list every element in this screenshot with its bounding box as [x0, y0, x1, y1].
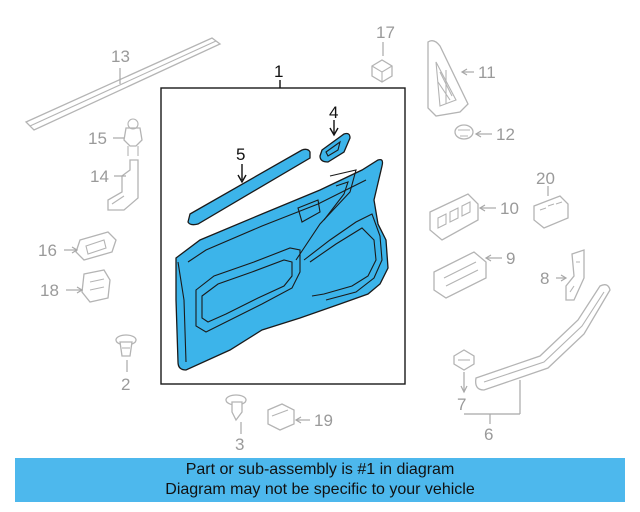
- callout-17: 17: [376, 23, 395, 42]
- banner-line-1: Part or sub-assembly is #1 in diagram: [185, 461, 455, 478]
- callout-15: 15: [88, 129, 107, 148]
- part-1-door-trim-panel: [175, 158, 389, 371]
- callout-19: 19: [314, 411, 333, 430]
- part-13-belt-molding: 13: [24, 37, 222, 131]
- part-3-screw: 3: [225, 394, 247, 454]
- callout-3: 3: [235, 435, 244, 454]
- part-20-switch: 20: [533, 169, 569, 229]
- part-8-bracket: 8: [540, 249, 585, 301]
- callout-4: 4: [329, 103, 338, 122]
- callout-11: 11: [478, 63, 496, 82]
- part-6-door-molding: 6: [464, 284, 611, 444]
- part-9-mirror-switch: 9: [433, 249, 515, 299]
- banner-line-2: Diagram may not be specific to your vehi…: [165, 481, 475, 498]
- part-4-switch-bezel: 4: [319, 103, 351, 163]
- callout-6: 6: [484, 425, 493, 444]
- callout-18: 18: [40, 281, 59, 300]
- part-5-trim-strip: 5: [187, 145, 311, 226]
- callout-12: 12: [496, 125, 515, 144]
- part-12-grommet: 12: [454, 124, 515, 144]
- part-11-mirror-cover: 11: [427, 40, 496, 117]
- part-18-cover: 18: [40, 269, 111, 303]
- callout-13: 13: [111, 47, 130, 66]
- callout-2: 2: [121, 375, 130, 394]
- part-14-bracket: 14: [90, 159, 139, 211]
- part-10-window-switch: 10: [429, 193, 519, 241]
- part-7-clip: 7: [453, 349, 475, 414]
- part-16-handle-bezel: 16: [38, 231, 117, 261]
- callout-10: 10: [500, 199, 519, 218]
- callout-7: 7: [457, 395, 466, 414]
- part-19-clip: 19: [267, 403, 333, 431]
- callout-1: 1: [274, 62, 283, 81]
- info-banner: Part or sub-assembly is #1 in diagram Di…: [15, 458, 625, 502]
- callout-5: 5: [236, 145, 245, 164]
- callout-9: 9: [506, 249, 515, 268]
- part-2-push-pin: 2: [115, 334, 137, 394]
- part-15-clip: 15: [88, 118, 143, 156]
- part-17-cap: 17: [371, 23, 395, 83]
- callout-16: 16: [38, 241, 57, 260]
- callout-14: 14: [90, 167, 109, 186]
- parts-diagram: 13 15 14 16 18 2: [24, 23, 611, 454]
- callout-20: 20: [536, 169, 555, 188]
- callout-8: 8: [540, 269, 549, 288]
- assembly-1-box: 1: [160, 62, 406, 385]
